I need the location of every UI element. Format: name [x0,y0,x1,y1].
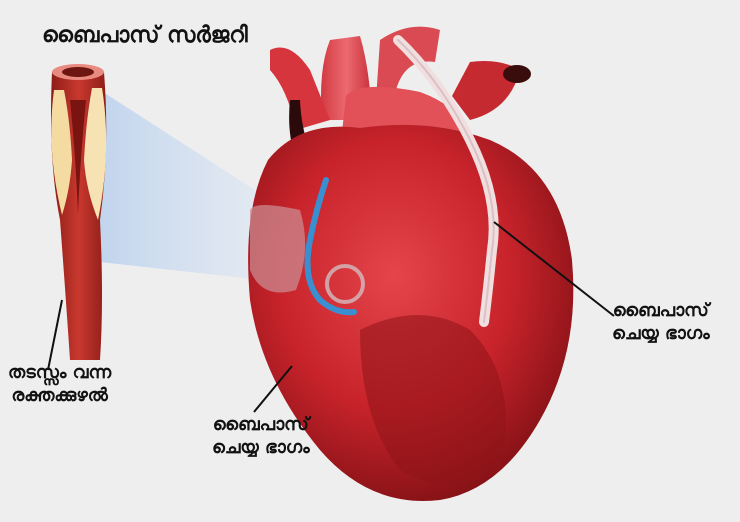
bypass-label-right: ബൈപാസ് ചെയ്യ ഭാഗം [612,300,710,345]
blocked-vessel-label: തടസ്സം വന്ന രക്തക്കുഴൽ [8,362,111,407]
bypass-label-right-line2: ചെയ്യ ഭാഗം [612,323,710,346]
zoom-beam [100,90,262,280]
blocked-vessel-label-line2: രക്തക്കുഴൽ [8,385,111,408]
diagram-title: ബൈപാസ് സർജറി [42,22,248,50]
left-atrium [250,205,305,293]
bypass-label-right-line1: ബൈപാസ് [612,300,710,323]
bypass-label-left-line1: ബൈപാസ് [212,414,310,437]
blocked-vessel-label-line1: തടസ്സം വന്ന [8,362,111,385]
leader-vessel [48,300,62,370]
bypass-label-left: ബൈപാസ് ചെയ്യ ഭാഗം [212,414,310,459]
bypass-label-left-line2: ചെയ്യ ഭാഗം [212,437,310,460]
